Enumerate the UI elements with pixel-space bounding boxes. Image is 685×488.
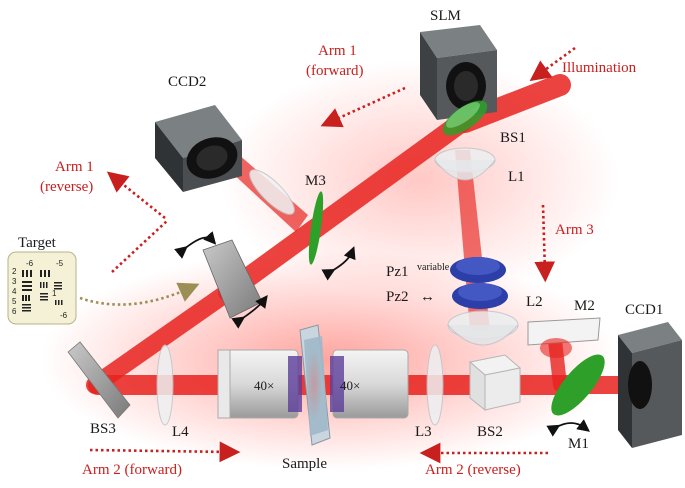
label-m3: M3 bbox=[305, 173, 326, 189]
beam-arm1 bbox=[218, 112, 472, 302]
rotate-m1 bbox=[546, 419, 590, 437]
target-side-1: 1 bbox=[52, 289, 57, 298]
target-card: -6 -5 -6 2 3 4 5 6 1 bbox=[7, 251, 77, 325]
ccd2-device bbox=[155, 105, 242, 192]
label-pz2-arrow: ↔ bbox=[420, 289, 435, 305]
label-l2: L2 bbox=[526, 294, 543, 310]
label-bs1: BS1 bbox=[500, 130, 526, 146]
label-l1: L1 bbox=[508, 169, 525, 185]
label-ccd1: CCD1 bbox=[625, 302, 663, 318]
label-pz2: Pz2 bbox=[386, 289, 409, 305]
label-arm1-forward-2: (forward) bbox=[306, 63, 363, 79]
ccd2-lens bbox=[249, 169, 295, 215]
rotate-target-mirror-bottom bbox=[231, 294, 268, 329]
target-side-6: 6 bbox=[12, 307, 17, 316]
beam-to-bs3 bbox=[86, 283, 237, 394]
path-arrows bbox=[79, 46, 576, 464]
target-num-a: -6 bbox=[26, 259, 34, 268]
label-arm1-reverse-1: Arm 1 bbox=[55, 159, 94, 175]
label-arm2-reverse: Arm 2 (reverse) bbox=[425, 462, 521, 478]
label-l3: L3 bbox=[415, 424, 432, 440]
target-num-b: -5 bbox=[56, 259, 64, 268]
objective-left bbox=[217, 349, 302, 419]
label-m1: M1 bbox=[568, 436, 589, 452]
label-arm1-forward-1: Arm 1 bbox=[318, 43, 357, 59]
label-bs3: BS3 bbox=[90, 421, 116, 437]
beam-glow-upper bbox=[220, 60, 620, 300]
arrow-arm1-reverse-line bbox=[111, 219, 169, 273]
m3-optic bbox=[308, 191, 324, 265]
m2-optic bbox=[527, 317, 601, 358]
arrow-arm1-reverse-up bbox=[106, 171, 166, 220]
rotation-arrows bbox=[174, 231, 590, 437]
rotate-target-mirror-top bbox=[174, 231, 217, 259]
label-arm3: Arm 3 bbox=[555, 222, 594, 238]
target-side-3: 3 bbox=[12, 277, 17, 286]
label-bs2: BS2 bbox=[477, 424, 503, 440]
label-arm1-reverse-2: (reverse) bbox=[40, 179, 93, 195]
l4-lens bbox=[156, 344, 174, 426]
pz-stack bbox=[450, 257, 508, 309]
label-ccd2: CCD2 bbox=[168, 74, 206, 90]
label-l4: L4 bbox=[172, 424, 189, 440]
label-sample: Sample bbox=[282, 456, 327, 472]
target-side-5: 5 bbox=[12, 297, 17, 306]
l2-lens bbox=[447, 310, 519, 346]
target-side-4: 4 bbox=[12, 287, 17, 296]
label-slm: SLM bbox=[430, 8, 461, 24]
sample-slide bbox=[299, 324, 331, 446]
label-objective-right: 40× bbox=[340, 378, 360, 393]
l1-lens bbox=[434, 147, 496, 181]
arrow-arm2-forward bbox=[89, 441, 241, 463]
label-pz1-note: variable bbox=[417, 262, 450, 273]
l3-lens bbox=[426, 344, 444, 426]
arrow-target bbox=[79, 282, 200, 306]
label-m2: M2 bbox=[574, 298, 595, 314]
arrow-illumination bbox=[529, 46, 576, 82]
label-objective-left: 40× bbox=[254, 378, 274, 393]
label-target: Target bbox=[18, 235, 57, 251]
target-num-c: -6 bbox=[60, 311, 68, 320]
ccd1-device bbox=[618, 322, 682, 448]
target-side-2: 2 bbox=[12, 267, 17, 276]
bs1-optic bbox=[442, 100, 488, 136]
rotate-m3 bbox=[321, 246, 356, 281]
bs2-cube bbox=[468, 354, 522, 412]
bs3-mirror bbox=[67, 341, 131, 419]
label-illumination: Illumination bbox=[562, 60, 637, 76]
objective-right bbox=[330, 349, 409, 419]
label-arm2-forward: Arm 2 (forward) bbox=[82, 462, 182, 478]
arrow-arm3 bbox=[534, 204, 556, 283]
label-pz1: Pz1 bbox=[386, 264, 409, 280]
m1-optic bbox=[551, 354, 605, 416]
